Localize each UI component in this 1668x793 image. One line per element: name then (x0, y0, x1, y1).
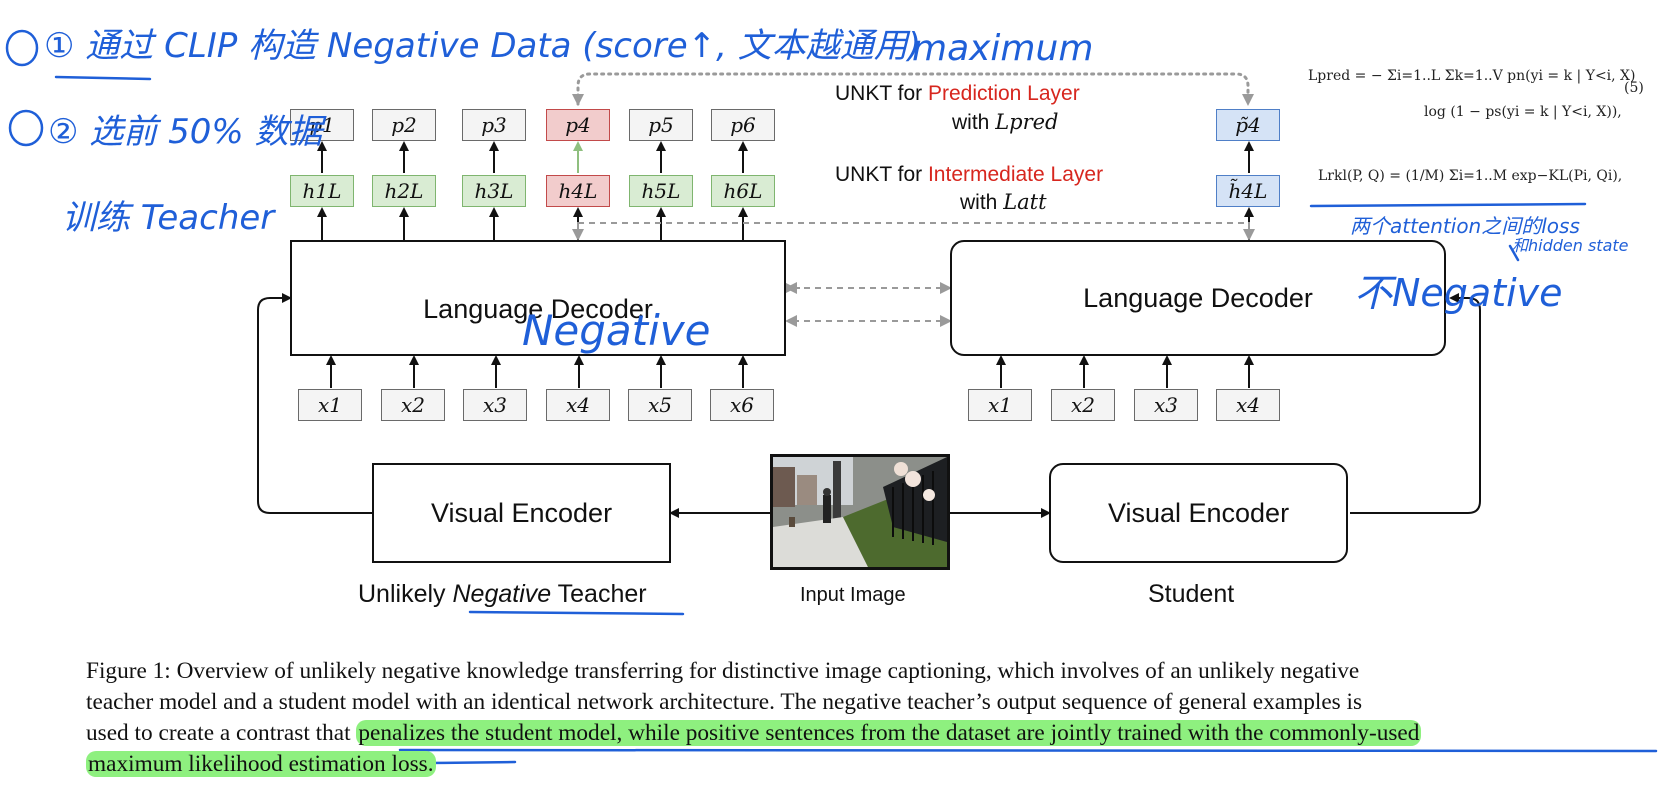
teacher-p3: p3 (462, 109, 526, 141)
teacher-h6: h6L (711, 175, 775, 207)
teacher-label: Unlikely Negative Teacher (358, 580, 647, 608)
figure-caption: Figure 1: Overview of unlikely negative … (86, 656, 1652, 780)
annotation-hidden-state: 和hidden state (1512, 236, 1629, 255)
teacher-p4-target: p4 (546, 109, 610, 141)
caption-highlight-2: maximum likelihood estimation loss. (86, 751, 436, 777)
student-x1: x1 (968, 389, 1032, 421)
caption-line-2: teacher model and a student model with a… (86, 689, 1363, 715)
teacher-h5: h5L (629, 175, 693, 207)
formula-number: (5) (1624, 80, 1644, 96)
formula-pred-line2: log (1 − ps(yi = k | Y<i, X)), (1424, 104, 1622, 120)
unkt-intermediate-title: UNKT for Intermediate Layer (835, 163, 1104, 186)
student-p4: p̃4 (1216, 109, 1280, 141)
teacher-x6: x6 (710, 389, 774, 421)
annotation-train-teacher: 训练 Teacher (62, 198, 275, 238)
teacher-visual-encoder: Visual Encoder (372, 463, 671, 563)
unkt-intermediate-loss: with Latt (960, 190, 1047, 214)
student-label: Student (1148, 580, 1235, 608)
teacher-h2: h2L (372, 175, 436, 207)
annotation-maximum: maximum (912, 28, 1094, 69)
annotation-negative: Negative (522, 306, 711, 355)
teacher-p2: p2 (372, 109, 436, 141)
teacher-x2: x2 (381, 389, 445, 421)
unkt-prediction-title: UNKT for Prediction Layer (835, 82, 1080, 105)
caption-highlight-1: penalizes the student model, while posit… (356, 720, 1422, 746)
teacher-h4-target: h4L (546, 175, 610, 207)
formula-rkl: Lrkl(P, Q) = (1/M) Σi=1..M exp−KL(Pi, Qi… (1318, 168, 1623, 184)
teacher-x1: x1 (298, 389, 362, 421)
student-x2: x2 (1051, 389, 1115, 421)
teacher-x3: x3 (463, 389, 527, 421)
unkt-prediction-loss: with Lpred (952, 110, 1059, 134)
student-visual-encoder: Visual Encoder (1049, 463, 1348, 563)
teacher-language-decoder: Language Decoder (290, 240, 786, 356)
formula-pred-line1: Lpred = − Σi=1..L Σk=1..V pn(yi = k | Y<… (1308, 68, 1636, 84)
teacher-p5: p5 (629, 109, 693, 141)
input-image (770, 454, 950, 570)
teacher-p6: p6 (711, 109, 775, 141)
student-h4: h̃4L (1216, 175, 1280, 207)
teacher-x4: x4 (546, 389, 610, 421)
teacher-x5: x5 (628, 389, 692, 421)
annotation-attention-loss: 两个attention之间的loss (1350, 214, 1580, 238)
student-x3: x3 (1134, 389, 1198, 421)
caption-line-1: Figure 1: Overview of unlikely negative … (86, 658, 1360, 684)
student-x4: x4 (1216, 389, 1280, 421)
street-photo-drawing (773, 457, 947, 567)
annotation-not-negative: 不Negative (1354, 271, 1563, 315)
caption-line-4: maximum likelihood estimation loss. (86, 749, 1652, 780)
image-label: Input Image (800, 584, 906, 606)
annotation-clip-negative: ① 通过 CLIP 构造 Negative Data (score↑, 文本越通… (44, 26, 922, 66)
teacher-h3: h3L (462, 175, 526, 207)
teacher-h1: h1L (290, 175, 354, 207)
caption-line-3: used to create a contrast that penalizes… (86, 720, 1422, 746)
annotation-top50: ② 选前 50% 数据 (48, 112, 323, 152)
teacher-p1: p1 (290, 109, 354, 141)
student-language-decoder: Language Decoder (950, 240, 1446, 356)
